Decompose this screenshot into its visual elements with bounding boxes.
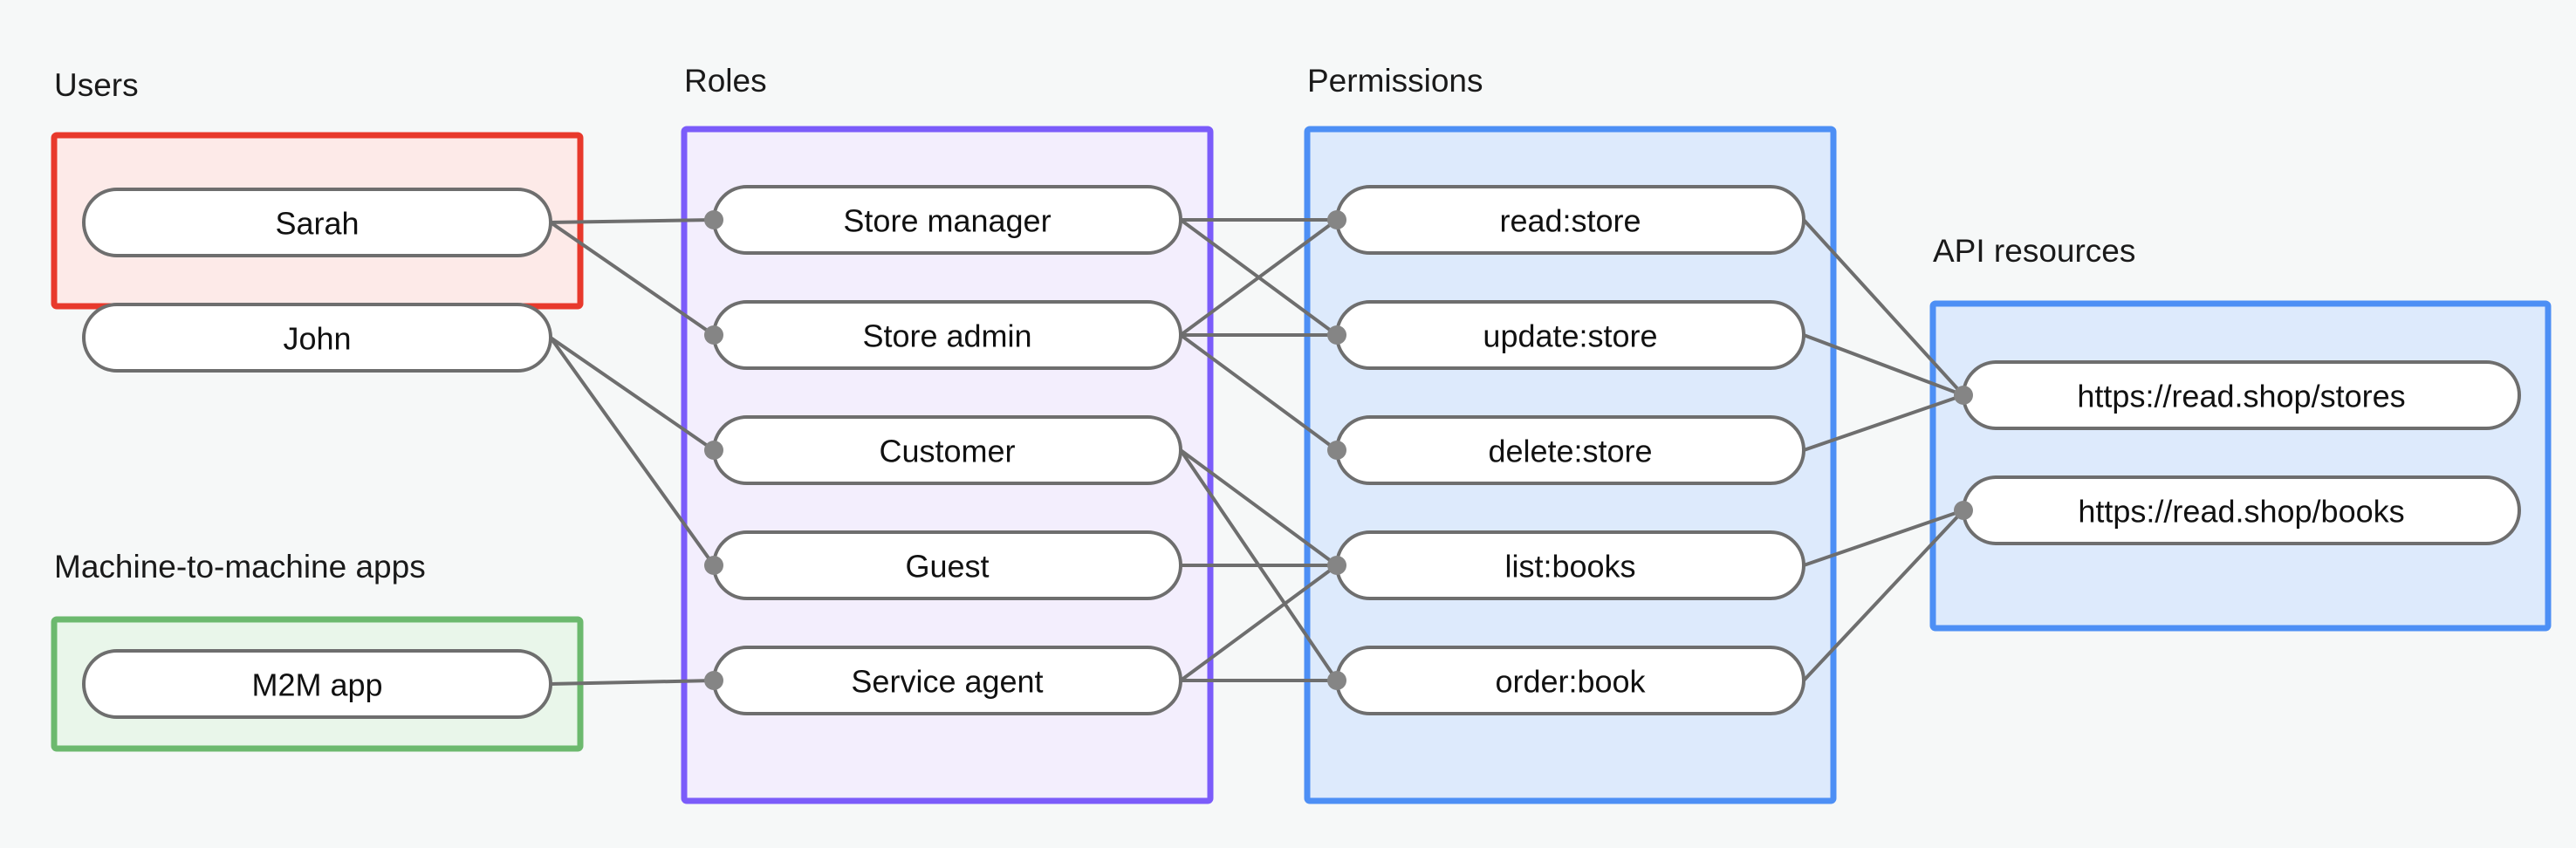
group-container-api: [1929, 300, 2552, 632]
node-order_book[interactable]: order:book: [1335, 646, 1805, 715]
group-title-m2m: Machine-to-machine apps: [54, 549, 426, 585]
node-label-service_agent: Service agent: [851, 664, 1043, 700]
node-label-m2m_app: M2M app: [251, 667, 382, 703]
group-title-api: API resources: [1933, 233, 2135, 269]
node-label-store_manager: Store manager: [843, 203, 1051, 239]
node-label-customer: Customer: [879, 434, 1015, 469]
edge-endpoint-guest: [704, 556, 723, 575]
node-service_agent[interactable]: Service agent: [712, 646, 1182, 715]
node-update_store[interactable]: update:store: [1335, 300, 1805, 370]
edge-service_agent-to-list_books: [1179, 564, 1339, 682]
node-label-store_admin: Store admin: [862, 318, 1031, 354]
edge-endpoint-read_store: [1327, 210, 1346, 229]
endpoint-layer: [704, 210, 1973, 690]
node-store_admin[interactable]: Store admin: [712, 300, 1182, 370]
edge-read_store-to-res_stores: [1802, 218, 1965, 397]
edge-sarah-to-store_manager: [550, 218, 715, 224]
node-m2m_app[interactable]: M2M app: [82, 649, 552, 719]
node-label-john: John: [283, 321, 351, 357]
node-label-delete_store: delete:store: [1488, 434, 1652, 469]
node-label-sarah: Sarah: [275, 206, 359, 242]
edge-m2m_app-to-service_agent: [550, 679, 715, 686]
edge-endpoint-order_book: [1327, 671, 1346, 690]
node-label-list_books: list:books: [1504, 549, 1635, 585]
node-sarah[interactable]: Sarah: [82, 188, 552, 257]
edge-endpoint-res_stores: [1954, 386, 1973, 405]
edge-endpoint-customer: [704, 441, 723, 460]
edge-endpoint-delete_store: [1327, 441, 1346, 460]
node-shape-sarah: [82, 188, 552, 257]
group-title-permissions: Permissions: [1307, 63, 1483, 99]
edge-endpoint-res_books: [1954, 501, 1973, 520]
node-label-guest: Guest: [905, 549, 989, 585]
edge-endpoint-store_admin: [704, 325, 723, 345]
node-read_store[interactable]: read:store: [1335, 185, 1805, 255]
edge-delete_store-to-res_stores: [1803, 393, 1964, 452]
node-list_books[interactable]: list:books: [1335, 530, 1805, 600]
edge-john-to-guest: [549, 336, 716, 567]
node-shape-john: [82, 303, 552, 373]
edge-customer-to-list_books: [1179, 448, 1339, 567]
node-shape-m2m_app: [82, 649, 552, 719]
edge-store_admin-to-read_store: [1179, 218, 1339, 337]
edge-sarah-to-store_admin: [549, 221, 716, 337]
edge-endpoint-update_store: [1327, 325, 1346, 345]
node-guest[interactable]: Guest: [712, 530, 1182, 600]
edge-order_book-to-res_books: [1802, 509, 1965, 682]
node-label-res_books: https://read.shop/books: [2078, 494, 2404, 530]
group-title-users: Users: [54, 67, 139, 103]
edge-list_books-to-res_books: [1803, 509, 1964, 567]
edge-endpoint-store_manager: [704, 210, 723, 229]
group-title-roles: Roles: [684, 63, 767, 99]
node-label-order_book: order:book: [1495, 664, 1646, 700]
node-john[interactable]: John: [82, 303, 552, 373]
node-res_books[interactable]: https://read.shop/books: [1962, 475, 2521, 545]
node-label-update_store: update:store: [1483, 318, 1657, 354]
node-customer[interactable]: Customer: [712, 415, 1182, 485]
node-label-res_stores: https://read.shop/stores: [2077, 379, 2405, 414]
edge-john-to-customer: [549, 336, 716, 452]
edge-endpoint-service_agent: [704, 671, 723, 690]
edge-endpoint-list_books: [1327, 556, 1346, 575]
node-delete_store[interactable]: delete:store: [1335, 415, 1805, 485]
edge-layer: [549, 218, 1965, 686]
node-res_stores[interactable]: https://read.shop/stores: [1962, 360, 2521, 430]
edge-update_store-to-res_stores: [1803, 333, 1964, 397]
node-store_manager[interactable]: Store manager: [712, 185, 1182, 255]
node-label-read_store: read:store: [1499, 203, 1641, 239]
edge-store_admin-to-delete_store: [1179, 333, 1339, 452]
